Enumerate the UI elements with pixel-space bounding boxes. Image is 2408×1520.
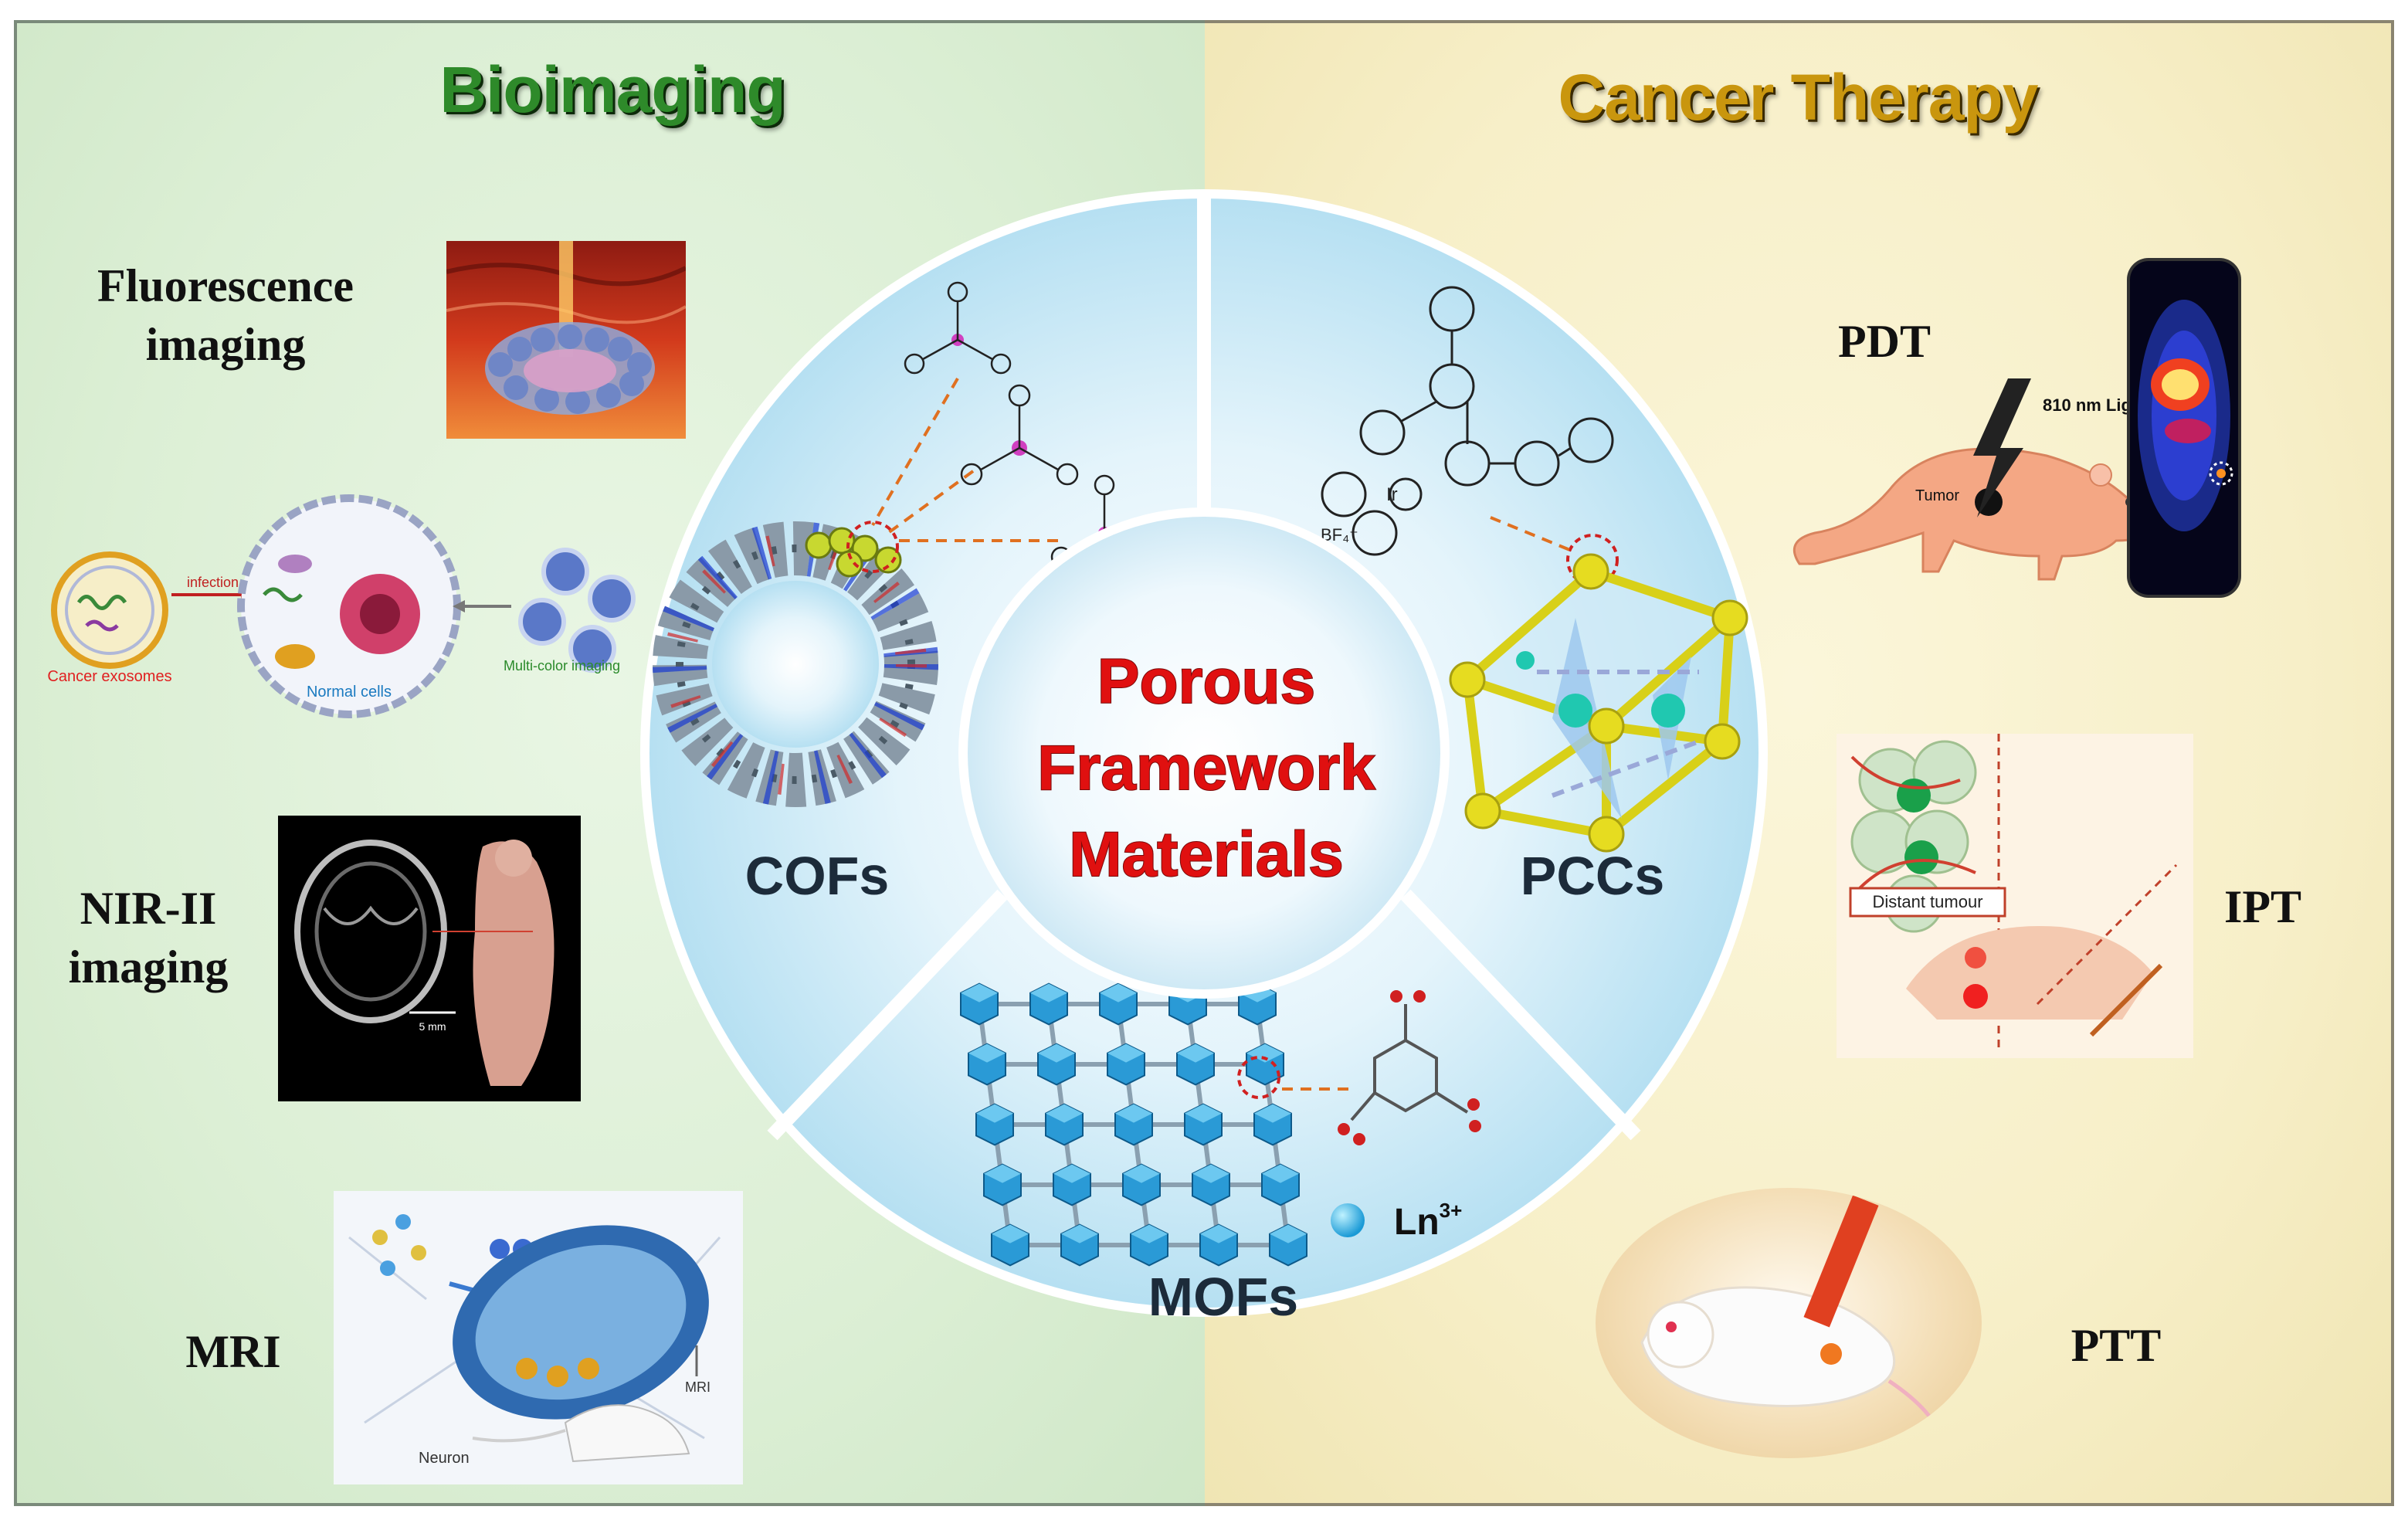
ptt-image — [1596, 1188, 1982, 1458]
nir-ii-illustration: 5 mm — [294, 840, 555, 1086]
ptt-illustration — [1640, 1195, 1945, 1444]
mof-node — [1029, 982, 1068, 1026]
distant-tumour-label: Distant tumour — [1872, 892, 1982, 911]
bioimaging-heading: Bioimaging — [439, 53, 785, 126]
center-title-line-1: Porous — [1097, 646, 1315, 717]
mof-node — [1253, 1103, 1292, 1146]
mri-molecule — [372, 1214, 426, 1276]
segment-label-mofs: MOFs — [1148, 1267, 1298, 1327]
ptt-label: PTT — [2071, 1320, 2162, 1371]
mof-node — [1269, 1223, 1307, 1267]
neuron-label: Neuron — [419, 1450, 470, 1467]
pcc-ir-label: Ir — [1386, 484, 1398, 505]
fluorescence-image — [446, 241, 686, 439]
mri-illustration: Neuron MRI — [334, 1191, 743, 1484]
mof-node — [1060, 1223, 1099, 1267]
mof-linker-molecule — [1338, 990, 1481, 1145]
cancer-exosomes-label: Cancer exosomes — [47, 668, 171, 685]
mri-label: MRI — [185, 1326, 281, 1377]
mof-node — [1199, 1223, 1238, 1267]
ipt-label: IPT — [2223, 881, 2302, 932]
lanthanide-ion-label: Ln3+ — [1394, 1199, 1462, 1243]
mof-node — [1246, 1043, 1284, 1086]
mof-node — [983, 1163, 1022, 1206]
pcc-dashed-pointer — [1490, 516, 1576, 554]
mof-node — [1192, 1163, 1230, 1206]
multicolor-nanoparticles — [518, 548, 636, 673]
lanthanide-ion-sphere — [1331, 1203, 1365, 1237]
segment-dividers — [767, 198, 1641, 1141]
mof-node — [1045, 1103, 1084, 1146]
nir-ii-imaging-label: NIR-II imaging — [68, 883, 229, 992]
cof-dashed-pointers — [871, 377, 1058, 542]
mof-node — [975, 1103, 1014, 1146]
mof-node — [1184, 1103, 1223, 1146]
center-title-line-3: Materials — [1069, 819, 1344, 890]
tumor-label: Tumor — [1915, 487, 1959, 504]
mof-node — [1130, 1223, 1168, 1267]
mof-node — [991, 1223, 1029, 1267]
segment-label-cofs: COFs — [745, 846, 890, 906]
scale-bar-label: 5 mm — [419, 1020, 446, 1033]
mof-node — [1053, 1163, 1091, 1206]
mof-node — [1122, 1163, 1161, 1206]
mof-node — [1107, 1043, 1145, 1086]
fluorescence-illustration — [446, 241, 686, 439]
infection-label: infection — [187, 575, 239, 590]
pdt-scan-illustration — [2138, 300, 2233, 531]
exosome-imaging-figure: infection Cancer exosomes Normal cells M… — [32, 479, 666, 718]
pdt-label: PDT — [1838, 316, 1931, 367]
ipt-image: Distant tumour — [1837, 734, 2193, 1058]
mof-node — [1261, 1163, 1300, 1206]
mof-node — [1099, 982, 1138, 1026]
center-circle — [968, 517, 1440, 989]
center-title-line-2: Framework — [1037, 733, 1375, 803]
ipt-illustration: Distant tumour — [1837, 734, 2193, 1058]
mof-node — [1037, 1043, 1076, 1086]
pdt-scan-image — [2130, 261, 2238, 595]
cancer-therapy-heading: Cancer Therapy — [1558, 61, 2039, 134]
fluorescence-imaging-label: Fluorescence imaging — [97, 260, 354, 370]
mof-lattice — [960, 982, 1307, 1267]
normal-cells-label: Normal cells — [307, 684, 392, 701]
mof-node — [968, 1043, 1006, 1086]
mof-node — [1176, 1043, 1215, 1086]
multicolor-imaging-label: Multi-color imaging — [504, 658, 620, 673]
mof-node — [1114, 1103, 1153, 1146]
pcc-cage-structure — [1449, 553, 1748, 853]
exosome-illustration: infection Cancer exosomes Normal cells M… — [47, 494, 636, 718]
segment-label-pccs: PCCs — [1521, 846, 1665, 906]
pcc-highlight-circle — [1566, 534, 1619, 586]
mri-figure-label: MRI — [685, 1379, 711, 1395]
mof-highlight-circle — [1237, 1056, 1280, 1099]
cof-ring-structure — [653, 521, 938, 807]
mri-image: Neuron MRI — [334, 1191, 743, 1484]
nir-ii-image: 5 mm — [278, 816, 581, 1101]
mof-node — [960, 982, 999, 1026]
